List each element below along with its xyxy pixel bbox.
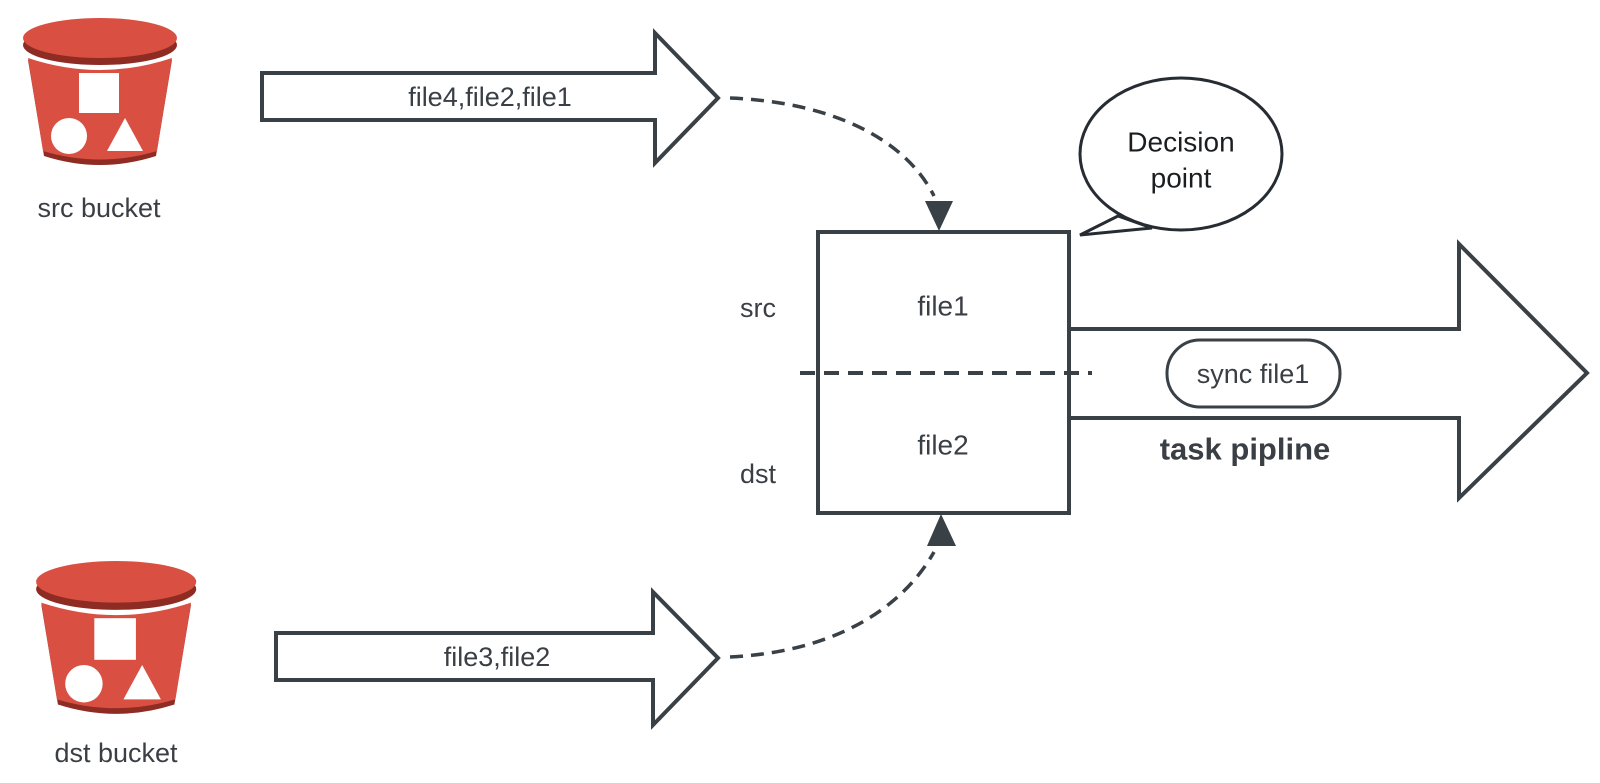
src-listing-arrow-label: file4,file2,file1	[408, 82, 572, 112]
row-src-side-label: src	[740, 293, 776, 323]
row-dst-file-value: file2	[917, 430, 968, 461]
row-dst-side-label: dst	[740, 459, 777, 489]
dst-connector-arrowhead-icon	[927, 514, 956, 546]
src-to-box-dashed-connector	[729, 96, 936, 197]
src-bucket-label: src bucket	[37, 193, 161, 223]
dst-s3-bucket-icon	[36, 561, 197, 714]
sync-task-pill-label: sync file1	[1197, 359, 1310, 389]
row-src-file-value: file1	[917, 291, 968, 322]
dst-listing-arrow	[274, 587, 721, 730]
dst-to-box-dashed-connector	[729, 551, 936, 659]
speech-bubble-line2: point	[1151, 163, 1212, 194]
src-connector-arrowhead-icon	[925, 201, 953, 231]
speech-bubble	[1078, 76, 1284, 232]
dst-bucket-label: dst bucket	[54, 738, 178, 768]
src-listing-arrow	[260, 28, 721, 168]
dst-listing-arrow-label: file3,file2	[444, 642, 551, 672]
sync-task-pill	[1165, 338, 1342, 409]
speech-bubble-line1: Decision	[1127, 127, 1234, 158]
pipeline-caption: task pipline	[1160, 432, 1331, 467]
src-s3-bucket-icon	[23, 18, 177, 165]
